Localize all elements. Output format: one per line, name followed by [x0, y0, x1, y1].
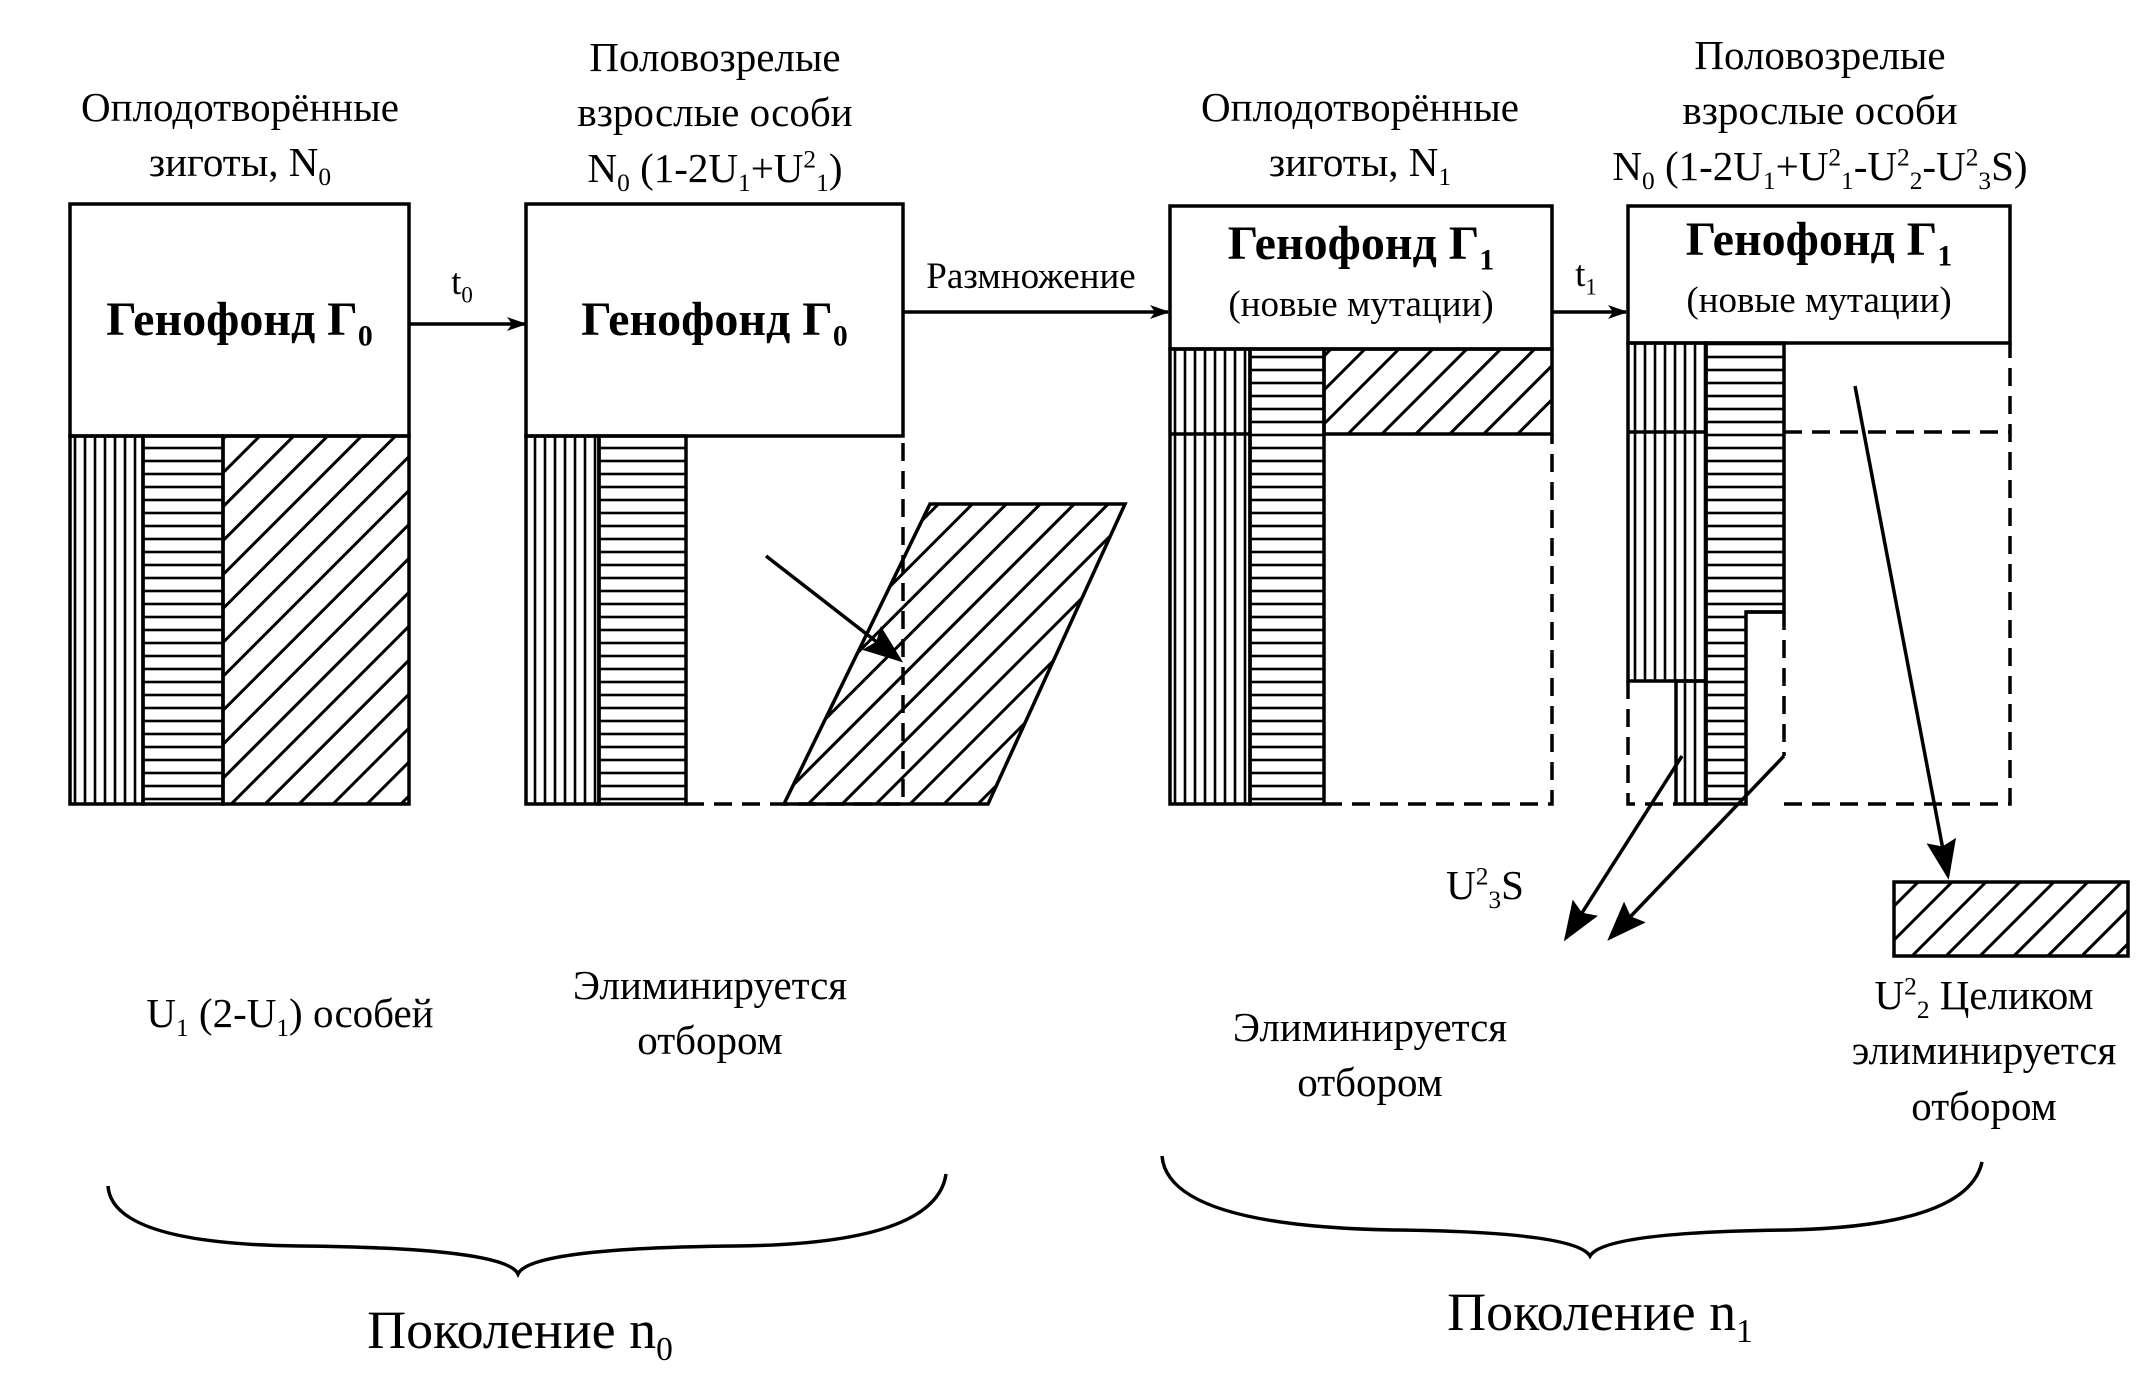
eliminated-outline-dashed-2 — [1324, 434, 1554, 806]
horizontal-hatch-area-3 — [1248, 347, 1326, 806]
diagonal-hatch-area-1 — [221, 434, 411, 806]
horizontal-hatch-area-1 — [141, 434, 225, 806]
label-adults-gen0: Половозрелые взрослые особи N0 (1-2U1+U2… — [505, 30, 925, 196]
label-t0: t0 — [451, 262, 473, 308]
label-generation-0: Поколение n0 — [367, 1300, 673, 1368]
label-genofond-g1-2: Генофонд Г1 — [1685, 213, 1953, 273]
label-genofond-g0-1: Генофонд Г0 — [106, 293, 373, 353]
genofond-g1-box-2 — [1626, 204, 2012, 345]
label-zygotes-gen1: Оплодотворённые зиготы, N1 — [1201, 84, 1519, 192]
vertical-hatch-area-4a — [1626, 341, 1708, 683]
label-u23s: U23S — [1446, 862, 1524, 915]
remaining-outline-dashed — [1626, 681, 1676, 806]
formula-adults-gen0: N0 (1-2U1+U21) — [587, 144, 843, 197]
label-zygotes-gen0: Оплодотворённые зиготы, N0 — [81, 84, 399, 192]
block-adults-gen0 — [524, 202, 1128, 806]
eliminated-parallelogram — [781, 502, 1128, 806]
brace-generation-0 — [106, 1173, 948, 1279]
brace-generation-1 — [1160, 1155, 1984, 1260]
new-mutations-hatch-area — [1322, 347, 1554, 436]
genofond-g0-box-1 — [68, 202, 411, 438]
formula-adults-gen1: N0 (1-2U1+U21-U22-U23S) — [1612, 142, 2028, 195]
label-new-mutations-1: (новые мутации) — [1228, 284, 1494, 325]
block-adults-gen1 — [1563, 204, 2130, 958]
label-reproduction: Размножение — [926, 256, 1136, 297]
arrow-into-eliminated — [764, 554, 904, 663]
label-u1-count: U1 (2-U1) особей — [146, 990, 434, 1043]
horizontal-hatch-area-2 — [597, 434, 688, 806]
vertical-hatch-area-3 — [1168, 347, 1252, 806]
label-t1: t1 — [1575, 254, 1597, 300]
label-adults-gen1: Половозрелые взрослые особи N0 (1-2U1+U2… — [1560, 28, 2080, 194]
label-u22-eliminated: U22 Целиком элиминируется отбором — [1851, 972, 2117, 1129]
u22-eliminated-box — [1892, 880, 2130, 958]
block-zygotes-gen1 — [1168, 204, 1554, 806]
vertical-hatch-area-1 — [68, 434, 145, 806]
remaining-outline-dashed-2 — [1784, 343, 2012, 806]
label-new-mutations-2: (новые мутации) — [1686, 280, 1952, 321]
arrow-u23s-right — [1607, 754, 1786, 941]
label-eliminated-gen1: Элиминируется отбором — [1232, 1004, 1508, 1106]
genofond-g1-box-1 — [1168, 204, 1554, 351]
vertical-hatch-area-4b — [1674, 679, 1708, 806]
horizontal-hatch-area-4 — [1704, 341, 1786, 806]
arrow-u22-eliminated — [1853, 385, 1957, 880]
genofond-g0-box-2 — [524, 202, 905, 438]
label-genofond-g0-2: Генофонд Г0 — [581, 293, 848, 353]
vertical-hatch-area-2 — [524, 434, 601, 806]
label-eliminated-gen0: Элиминируется отбором — [572, 962, 848, 1064]
label-generation-1: Поколение n1 — [1447, 1282, 1753, 1350]
label-genofond-g1-1: Генофонд Г1 — [1227, 217, 1495, 277]
arrow-u23s-left — [1563, 755, 1684, 942]
block-zygotes-gen0 — [68, 202, 411, 806]
